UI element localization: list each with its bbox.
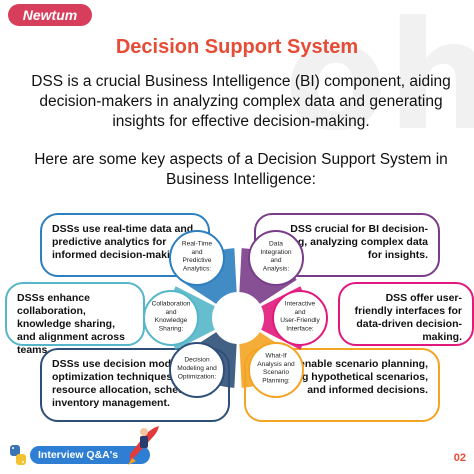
card-text: DSSs use real-time data and predictive a…	[52, 223, 194, 261]
segment-label-circle	[272, 290, 328, 346]
card-text: DSSs use decision modeling and optimizat…	[52, 358, 218, 409]
card-user-friendly-interface: DSS offer user-friendly interfaces for d…	[338, 282, 474, 346]
segment-label-circle	[143, 290, 199, 346]
newtum-logo: Newtum	[8, 4, 92, 26]
segment-label-circle	[248, 342, 304, 398]
card-text: DSS offer user-friendly interfaces for d…	[354, 292, 462, 343]
segment-label-circle	[169, 342, 225, 398]
card-data-integration: DSS crucial for BI decision-making, anal…	[254, 213, 440, 277]
card-text: DSSs enhance collaboration, knowledge sh…	[17, 292, 125, 356]
python-logo-icon	[10, 445, 26, 465]
interview-qa-pill[interactable]: Interview Q&A's	[30, 446, 150, 464]
card-text: DSS crucial for BI decision-making, anal…	[267, 223, 428, 261]
page-number: 02	[453, 452, 466, 464]
fan-hub	[220, 300, 256, 336]
aspects-heading: Here are some key aspects of a Decision …	[34, 151, 448, 188]
intro-paragraph: DSS is a crucial Business Intelligence (…	[31, 73, 451, 130]
segment-label-circle	[169, 230, 225, 286]
card-collaboration: DSSs enhance collaboration, knowledge sh…	[5, 282, 145, 356]
rocket-person-icon	[128, 426, 159, 465]
page-title: Decision Support System	[115, 36, 359, 58]
background-watermark: oh	[284, 0, 474, 164]
segment-label-circle	[248, 230, 304, 286]
